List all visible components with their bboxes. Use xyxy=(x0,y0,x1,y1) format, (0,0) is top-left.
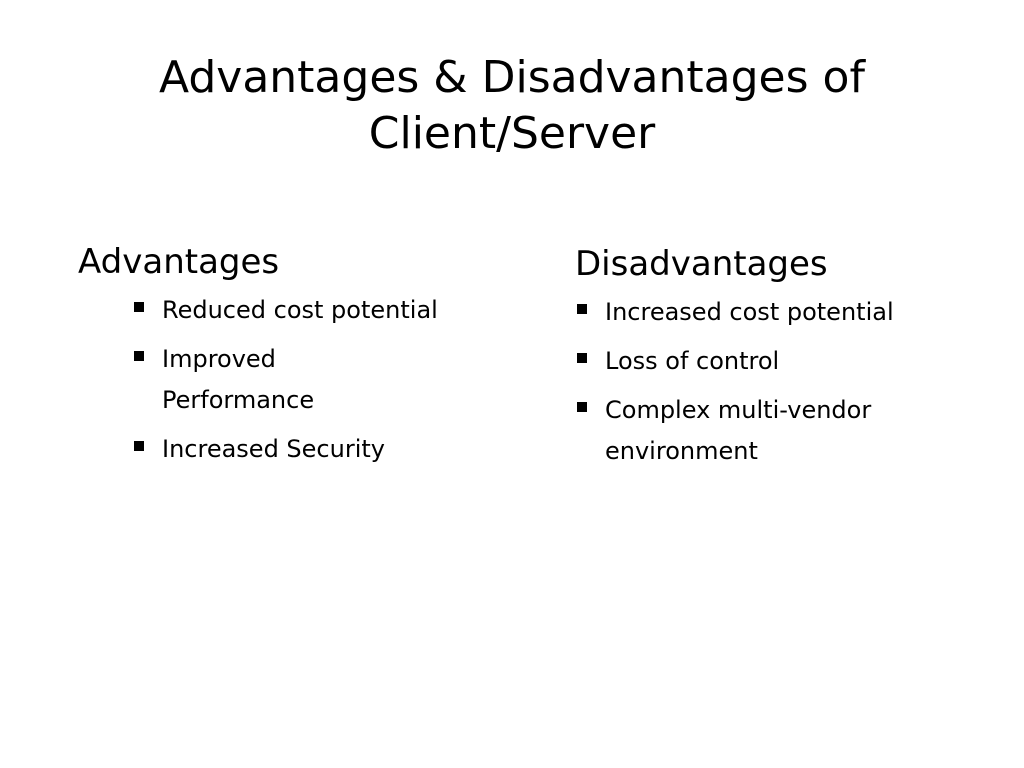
square-bullet-icon xyxy=(134,351,144,361)
square-bullet-icon xyxy=(577,353,587,363)
advantages-list-item: Increased Security xyxy=(132,429,462,470)
slide-title: Advantages & Disadvantages of Client/Ser… xyxy=(100,50,924,162)
slide-title-line-1: Advantages & Disadvantages of xyxy=(159,52,865,103)
square-bullet-icon xyxy=(134,302,144,312)
slide-title-line-2: Client/Server xyxy=(368,108,656,159)
disadvantages-heading: Disadvantages xyxy=(575,244,828,284)
disadvantages-column: Disadvantages Increased cost potential L… xyxy=(575,242,995,480)
square-bullet-icon xyxy=(134,441,144,451)
advantages-list: Reduced cost potential Improved Performa… xyxy=(132,290,462,470)
square-bullet-icon xyxy=(577,402,587,412)
advantages-list-item: Reduced cost potential xyxy=(132,290,462,331)
disadvantages-list-item: Increased cost potential xyxy=(575,292,955,333)
disadvantages-item-text: Increased cost potential xyxy=(605,298,894,326)
square-bullet-icon xyxy=(577,304,587,314)
advantages-item-text: Improved Performance xyxy=(162,345,315,414)
advantages-list-item: Improved Performance xyxy=(132,339,462,421)
advantages-item-text: Reduced cost potential xyxy=(162,296,438,324)
advantages-heading: Advantages xyxy=(78,242,280,282)
advantages-column: Advantages Reduced cost potential Improv… xyxy=(78,240,498,478)
disadvantages-list-item: Complex multi-vendor environment xyxy=(575,390,955,472)
disadvantages-list: Increased cost potential Loss of control… xyxy=(575,292,955,472)
disadvantages-item-text: Complex multi-vendor environment xyxy=(605,396,872,465)
advantages-item-text: Increased Security xyxy=(162,435,385,463)
disadvantages-item-text: Loss of control xyxy=(605,347,780,375)
disadvantages-list-item: Loss of control xyxy=(575,341,955,382)
